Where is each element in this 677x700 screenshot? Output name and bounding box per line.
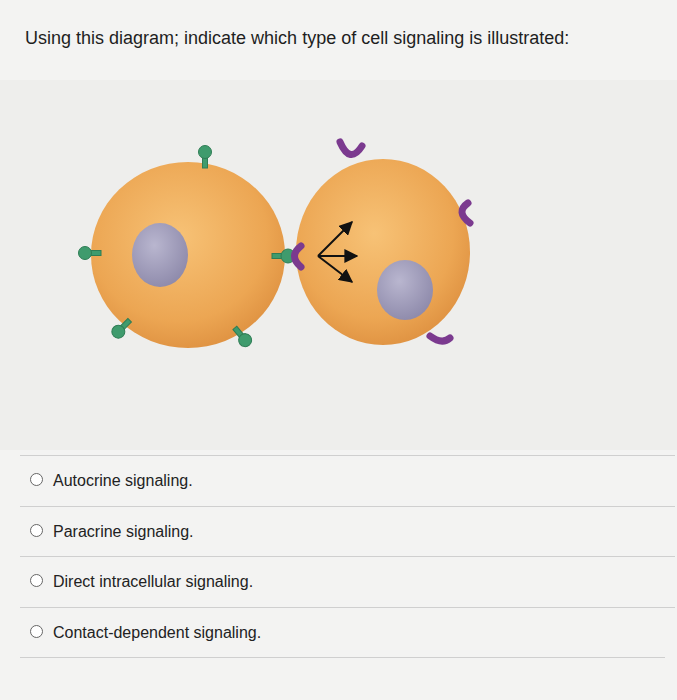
question-title: Using this diagram; indicate which type … (25, 26, 665, 50)
membrane-ligand (79, 146, 296, 350)
option-text: Contact-dependent signaling. (53, 623, 261, 643)
answer-option: Paracrine signaling. (20, 507, 675, 557)
image-ground (0, 80, 677, 450)
separator-line (20, 556, 675, 557)
signaling-cell (91, 162, 285, 348)
separator-line (20, 607, 675, 608)
nucleus (132, 223, 188, 287)
option-text: Autocrine signaling. (53, 471, 193, 491)
answer-option: Contact-dependent signaling. (20, 608, 675, 658)
target-cell (296, 159, 470, 345)
answer-option: Autocrine signaling. (20, 456, 675, 506)
membrane-receptor (295, 142, 471, 341)
option-text: Direct intracellular signaling. (53, 572, 253, 592)
nucleus (377, 260, 433, 320)
radio-button (30, 524, 43, 537)
radio-button (30, 625, 43, 638)
separator-line (20, 506, 675, 507)
signal-arrow (318, 222, 357, 282)
radio-button (30, 574, 43, 587)
separator-line (20, 455, 675, 456)
answer-option: Direct intracellular signaling. (20, 557, 675, 607)
option-text: Paracrine signaling. (53, 522, 194, 542)
separator-line (20, 657, 665, 658)
radio-button (30, 473, 43, 486)
